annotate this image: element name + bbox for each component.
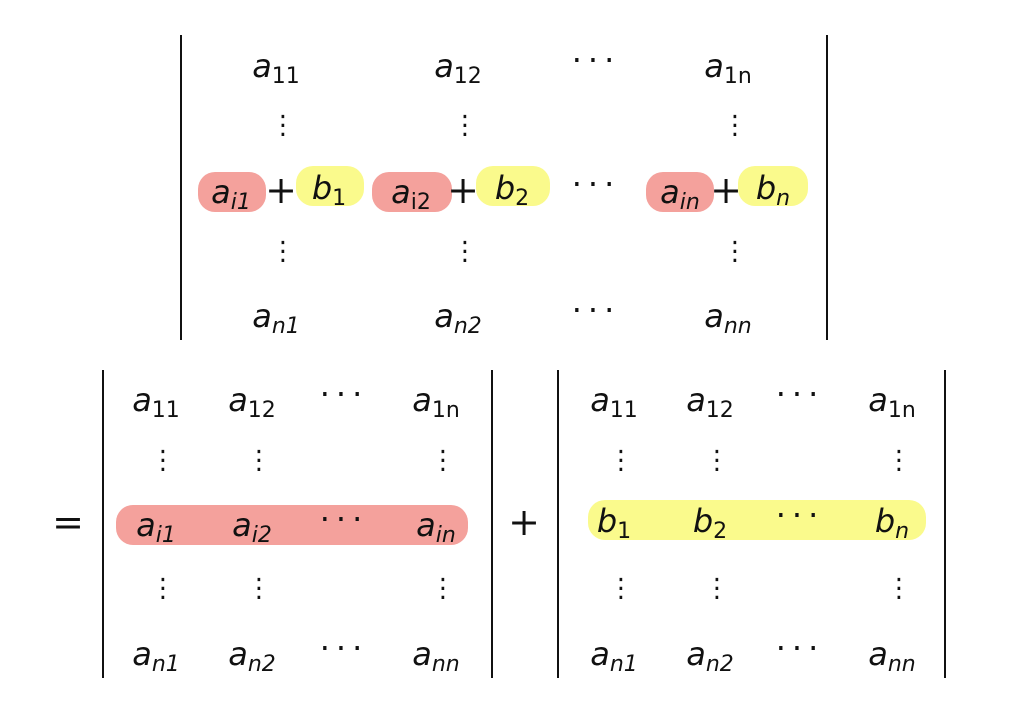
top-plus-2: + (447, 168, 479, 212)
top-entry-bn: bn (755, 169, 791, 211)
right-entry-a1n: a1n (868, 381, 916, 423)
right-vdots-upper-c1: ⋮ (608, 445, 634, 476)
top-highlight-b-2 (476, 166, 550, 206)
right-vdots-lower-c2: ⋮ (704, 573, 730, 604)
top-entry-an1: an1 (252, 297, 300, 339)
top-entry-b1: b1 (311, 169, 347, 211)
right-hdots-row-i: ··· (775, 496, 825, 534)
left-vdots-upper-c1: ⋮ (150, 445, 176, 476)
top-plus-3: + (710, 168, 742, 212)
top-highlight-b-n (738, 166, 808, 206)
right-hdots-row-n: ··· (775, 629, 825, 667)
right-entry-b1: b1 (596, 502, 632, 544)
right-entry-an1: an1 (590, 635, 638, 677)
left-entry-a-i1: ai1 (136, 506, 176, 548)
right-entry-ann: ann (868, 635, 916, 677)
right-entry-a11: a11 (590, 381, 638, 423)
left-vdots-lower-c1: ⋮ (150, 573, 176, 604)
top-entry-b2: b2 (494, 169, 530, 211)
top-det-left-bar (180, 35, 182, 340)
left-entry-a1n: a1n (412, 381, 460, 423)
right-det-right-bar (944, 370, 946, 678)
right-hdots-row1: ··· (775, 375, 825, 413)
left-hdots-row-i: ··· (319, 500, 369, 538)
left-det-right-bar (491, 370, 493, 678)
top-entry-a-i1: ai1 (211, 173, 251, 215)
right-vdots-lower-c1: ⋮ (608, 573, 634, 604)
right-vdots-lower-c3: ⋮ (886, 573, 912, 604)
top-entry-a11: a11 (252, 47, 300, 89)
top-vdots-lower-c1: ⋮ (270, 236, 296, 267)
top-vdots-lower-c2: ⋮ (452, 236, 478, 267)
top-entry-a12: a12 (434, 47, 482, 89)
top-vdots-upper-c2: ⋮ (452, 110, 478, 141)
top-hdots-row1: ··· (571, 41, 621, 79)
plus-sign: + (508, 500, 540, 544)
right-entry-b2: b2 (692, 502, 728, 544)
left-hdots-row-n: ··· (319, 629, 369, 667)
right-entry-bn: bn (874, 502, 910, 544)
left-vdots-upper-c3: ⋮ (430, 445, 456, 476)
right-entry-an2: an2 (686, 635, 734, 677)
top-vdots-upper-c1: ⋮ (270, 110, 296, 141)
top-plus-1: + (265, 168, 297, 212)
top-det-right-bar (826, 35, 828, 340)
top-highlight-a-i1 (198, 172, 266, 212)
left-entry-a11: a11 (132, 381, 180, 423)
equals-sign: = (52, 500, 84, 544)
left-vdots-upper-c2: ⋮ (246, 445, 272, 476)
left-vdots-lower-c3: ⋮ (430, 573, 456, 604)
top-hdots-row-i: ··· (571, 165, 621, 203)
left-entry-a12: a12 (228, 381, 276, 423)
top-entry-a-i2: ai2 (391, 173, 431, 215)
left-entry-a-i2: ai2 (232, 506, 272, 548)
top-hdots-row-n: ··· (571, 291, 621, 329)
top-highlight-a-in (646, 172, 714, 212)
top-entry-an2: an2 (434, 297, 482, 339)
left-entry-an1: an1 (132, 635, 180, 677)
right-entry-a12: a12 (686, 381, 734, 423)
left-vdots-lower-c2: ⋮ (246, 573, 272, 604)
right-vdots-upper-c2: ⋮ (704, 445, 730, 476)
top-entry-a1n: a1n (704, 47, 752, 89)
top-highlight-a-i2 (372, 172, 452, 212)
left-entry-an2: an2 (228, 635, 276, 677)
left-hdots-row1: ··· (319, 375, 369, 413)
right-highlight-row-i (588, 500, 926, 540)
right-vdots-upper-c3: ⋮ (886, 445, 912, 476)
left-entry-a-in: ain (416, 506, 456, 548)
top-entry-ann: ann (704, 297, 752, 339)
top-vdots-lower-c3: ⋮ (722, 236, 748, 267)
top-highlight-b-1 (296, 166, 364, 206)
left-entry-ann: ann (412, 635, 460, 677)
left-det-left-bar (102, 370, 104, 678)
top-entry-a-in: ain (660, 173, 700, 215)
left-highlight-row-i (116, 505, 468, 545)
top-vdots-upper-c3: ⋮ (722, 110, 748, 141)
right-det-left-bar (557, 370, 559, 678)
